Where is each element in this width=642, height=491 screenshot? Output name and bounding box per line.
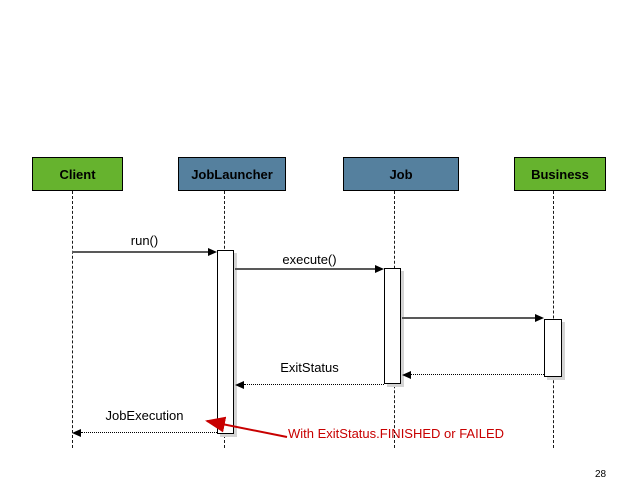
message-label-run: run() [130,233,159,248]
activation-bar-joblauncher [217,250,234,434]
return-line-exitstatus [244,384,384,385]
arrowhead-left-icon [235,381,244,389]
arrowhead-right-icon [375,265,384,273]
message-label-jobexecution: JobExecution [105,408,184,423]
message-label-execute: execute() [282,252,337,267]
return-line-business-to-job [411,374,544,375]
actor-box-client: Client [32,157,123,191]
message-line-run [72,251,209,253]
arrowhead-right-icon [535,314,544,322]
lifeline-client [72,191,73,448]
page-number: 28 [595,469,607,480]
message-label-exitstatus: ExitStatus [280,360,339,375]
activation-bar-job [384,268,401,384]
arrowhead-left-icon [72,429,81,437]
actor-box-business: Business [514,157,606,191]
arrowhead-right-icon [208,248,217,256]
return-line-jobexecution [81,432,217,433]
actor-box-job: Job [343,157,459,191]
message-line-job-to-business [402,317,535,319]
activation-bar-business [544,319,562,377]
message-line-execute [235,268,376,270]
annotation-text: With ExitStatus.FINISHED or FAILED [288,426,504,441]
actor-box-joblauncher: JobLauncher [178,157,286,191]
arrowhead-left-icon [402,371,411,379]
